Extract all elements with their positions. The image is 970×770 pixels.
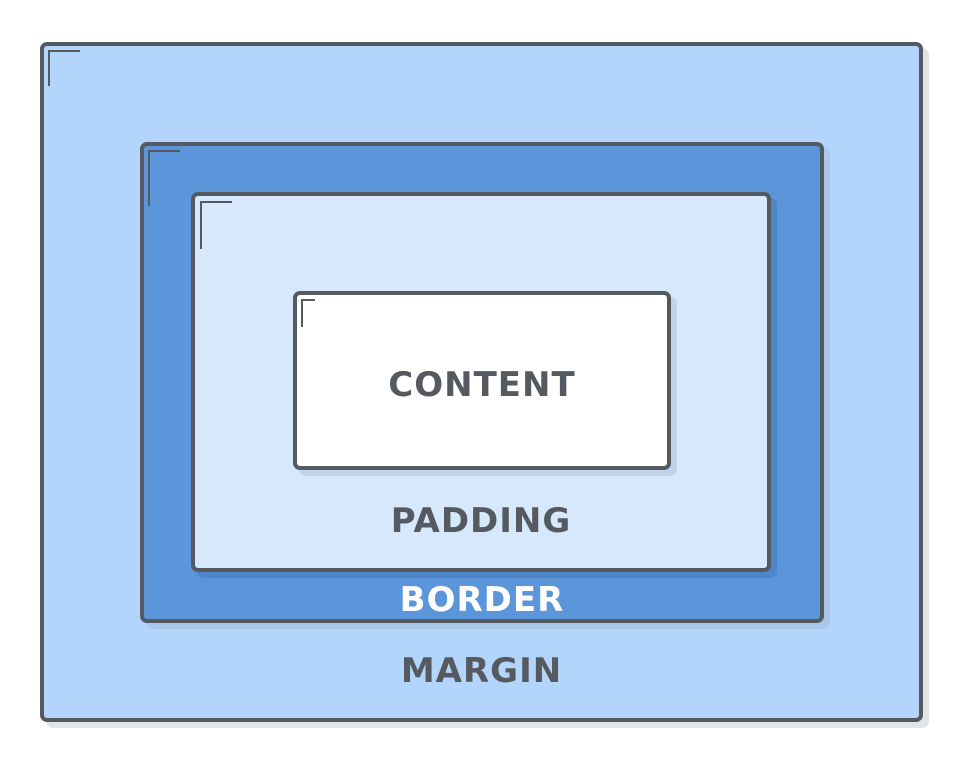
content-label: CONTENT [388,365,576,405]
margin-corner-mark [48,50,80,86]
padding-corner-mark [200,201,232,249]
margin-label: MARGIN [400,651,563,691]
content-corner-mark [301,299,315,327]
border-label: BORDER [399,580,565,620]
padding-label: PADDING [390,501,572,541]
content-box: CONTENT [293,291,671,470]
border-corner-mark [148,150,180,206]
